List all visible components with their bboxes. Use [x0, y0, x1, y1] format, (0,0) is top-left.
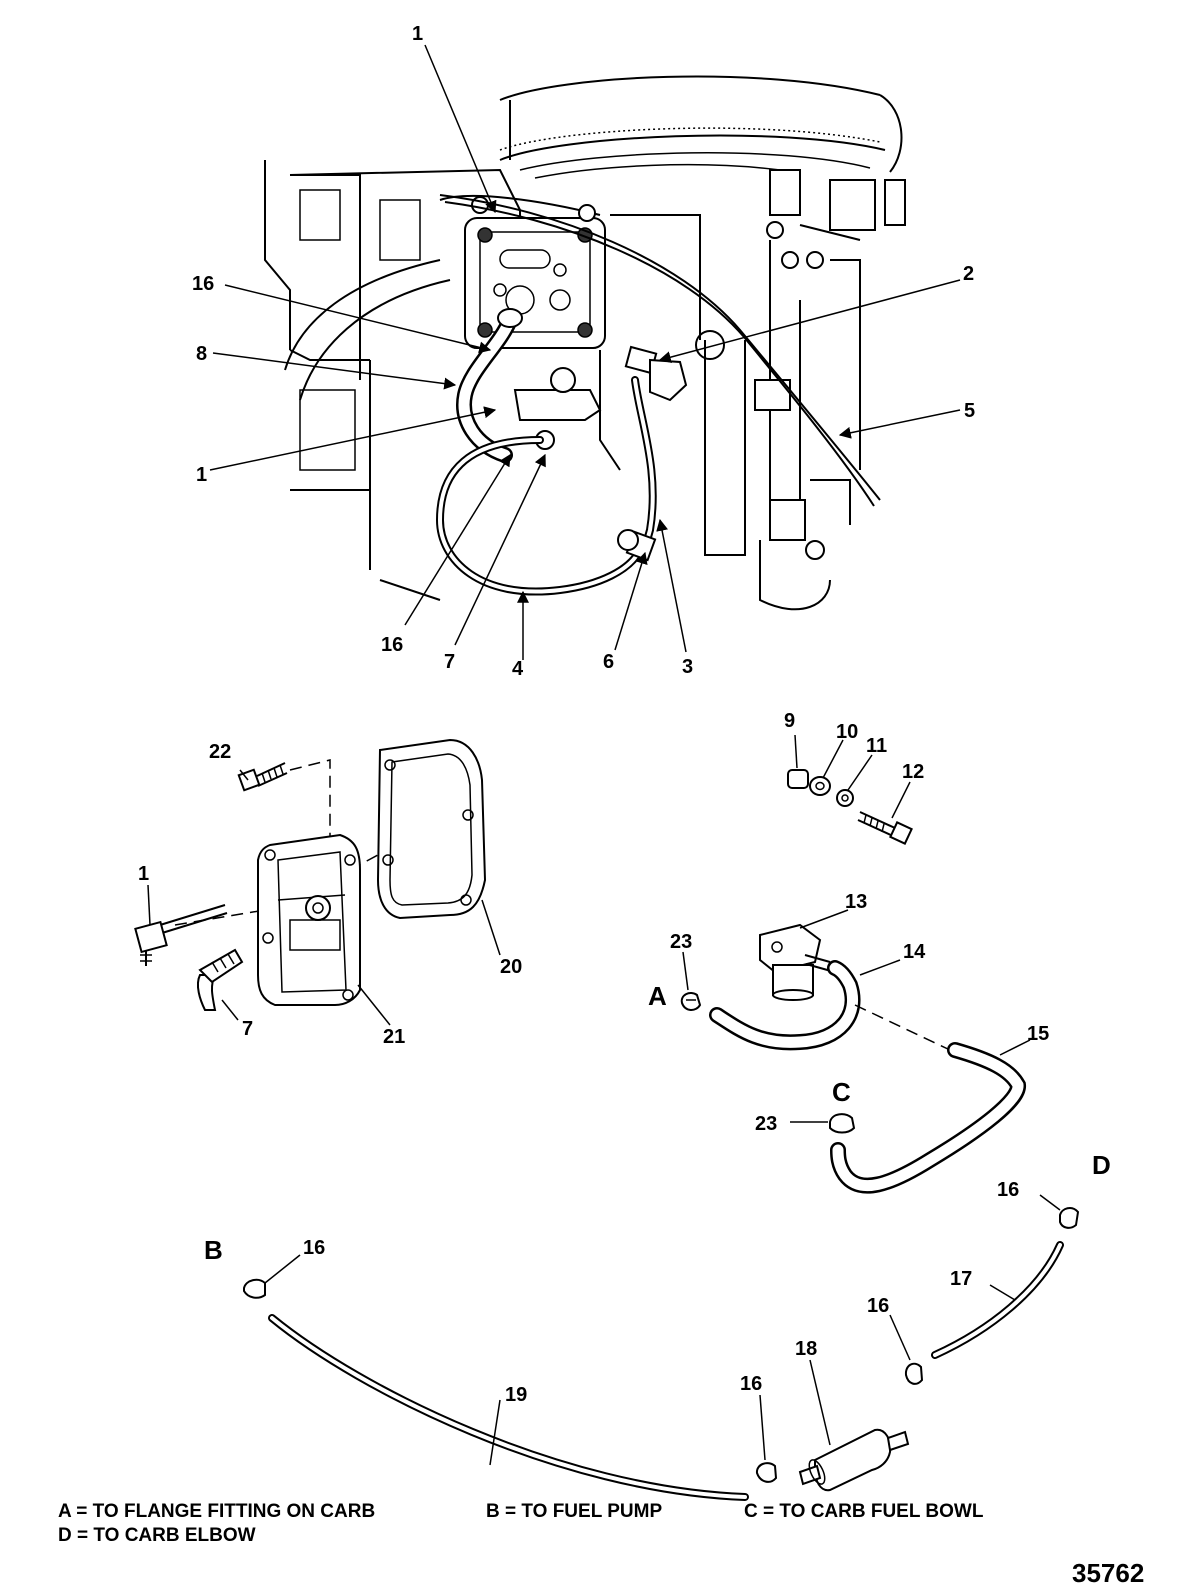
callout-2: 2 [963, 263, 974, 285]
callout-9: 9 [784, 710, 795, 732]
callout-10: 10 [836, 721, 858, 743]
callout-16-mid: 16 [867, 1295, 889, 1317]
callout-12: 12 [902, 761, 924, 783]
callout-19: 19 [505, 1384, 527, 1406]
callout-20: 20 [500, 956, 522, 978]
callout-22: 22 [209, 741, 231, 763]
callout-7-lower: 7 [242, 1018, 253, 1040]
callout-4: 4 [512, 658, 524, 680]
callout-13: 13 [845, 891, 867, 913]
leader-lines [147, 44, 1061, 1466]
callout-11: 11 [866, 735, 887, 757]
callout-5: 5 [964, 400, 975, 422]
callout-15: 15 [1027, 1023, 1049, 1045]
callout-6: 6 [603, 651, 614, 673]
callout-3: 3 [682, 656, 693, 678]
callout-16-b: 16 [303, 1237, 325, 1259]
fuel-pump-exploded-illustration [134, 738, 487, 1011]
callout-7-top: 7 [444, 651, 455, 673]
legend: A = TO FLANGE FITTING ON CARB B = TO FUE… [58, 1501, 984, 1546]
legend-a: A = TO FLANGE FITTING ON CARB [58, 1501, 375, 1522]
callout-1-top: 1 [412, 23, 423, 45]
callout-18: 18 [795, 1338, 817, 1360]
connection-b-label: B [204, 1235, 223, 1265]
callout-17: 17 [950, 1268, 972, 1290]
connection-d-label: D [1092, 1150, 1111, 1180]
legend-b: B = TO FUEL PUMP [486, 1501, 662, 1522]
figure-number: 35762 [1072, 1558, 1144, 1588]
callout-16-left: 16 [192, 273, 214, 295]
callout-21: 21 [383, 1026, 405, 1048]
callout-23-a: 23 [670, 931, 692, 953]
callout-1-mid: 1 [196, 464, 207, 486]
callout-23-c: 23 [755, 1113, 777, 1135]
legend-d: D = TO CARB ELBOW [58, 1525, 256, 1546]
callout-labels: 1 2 5 16 8 1 16 7 4 6 3 22 1 7 21 20 9 1… [138, 23, 1111, 1406]
callout-16-filter: 16 [740, 1373, 762, 1395]
callout-14: 14 [903, 941, 926, 963]
engine-assembly-illustration [264, 75, 906, 611]
callout-8: 8 [196, 343, 207, 365]
connection-c-label: C [832, 1077, 851, 1107]
callout-16-bottom: 16 [381, 634, 403, 656]
legend-c: C = TO CARB FUEL BOWL [744, 1501, 984, 1522]
connection-a-label: A [648, 981, 667, 1011]
filter-and-hoses-illustration [243, 769, 1080, 1501]
callout-1-lower: 1 [138, 863, 149, 885]
callout-16-d: 16 [997, 1179, 1019, 1201]
